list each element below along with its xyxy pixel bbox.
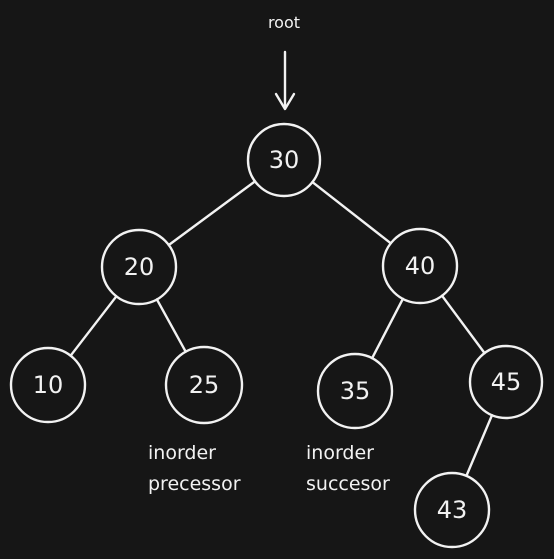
edge-20-10 — [69, 295, 118, 357]
root-arrow-icon — [274, 50, 296, 111]
node-label: 45 — [491, 368, 522, 396]
tree-node-45: 45 — [468, 344, 544, 420]
node-layer: 30 20 40 10 25 35 45 43 — [9, 122, 544, 549]
node-label: 10 — [33, 371, 64, 399]
node-circle — [100, 228, 178, 306]
tree-node-25: 25 — [164, 345, 244, 425]
root-label: root — [268, 13, 300, 32]
tree-node-40: 40 — [381, 227, 459, 305]
node-circle — [246, 122, 322, 198]
node-circle — [164, 345, 244, 425]
tree-node-10: 10 — [9, 346, 87, 424]
node-label: 40 — [405, 252, 436, 280]
edge-40-35 — [370, 297, 405, 360]
node-label: 30 — [269, 146, 300, 174]
successor-annotation: inorder succesor — [306, 442, 390, 495]
edge-20-25 — [155, 298, 187, 353]
edge-45-43 — [465, 414, 494, 478]
edge-40-45 — [440, 294, 486, 355]
node-circle — [413, 471, 491, 549]
predecessor-annotation: inorder precessor — [148, 442, 241, 495]
node-label: 35 — [340, 377, 371, 405]
node-circle — [468, 344, 544, 420]
node-circle — [316, 352, 394, 430]
tree-node-20: 20 — [100, 228, 178, 306]
tree-node-30: 30 — [246, 122, 322, 198]
edge-30-20 — [167, 180, 257, 247]
edge-layer — [69, 180, 494, 478]
tree-node-43: 43 — [413, 471, 491, 549]
edge-30-40 — [311, 180, 392, 245]
node-label: 25 — [189, 371, 220, 399]
node-label: 43 — [437, 496, 468, 524]
node-circle — [9, 346, 87, 424]
predecessor-annotation-line-2: precessor — [148, 473, 241, 495]
predecessor-annotation-line-1: inorder — [148, 442, 216, 464]
successor-annotation-line-2: succesor — [306, 473, 390, 495]
node-label: 20 — [124, 253, 155, 281]
successor-annotation-line-1: inorder — [306, 442, 374, 464]
tree-node-35: 35 — [316, 352, 394, 430]
node-circle — [381, 227, 459, 305]
